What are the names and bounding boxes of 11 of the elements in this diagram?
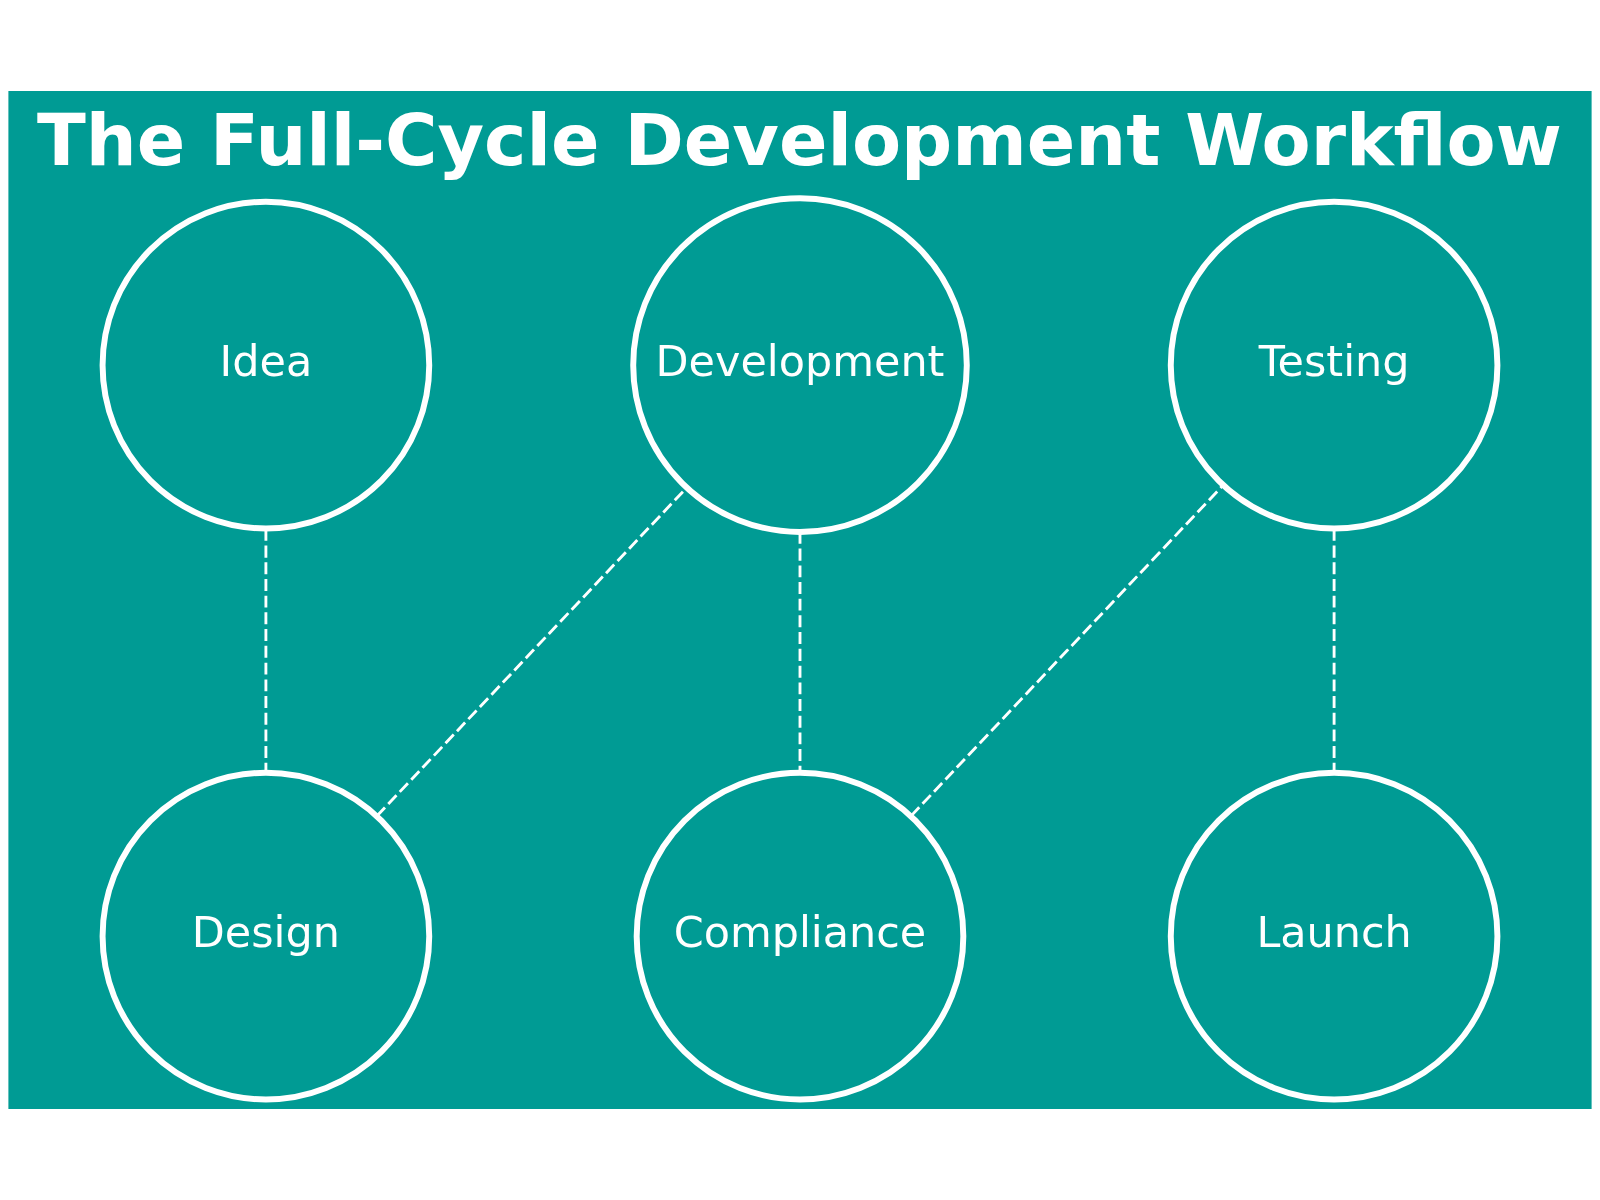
diagram-title: The Full-Cycle Development Workflow (37, 98, 1562, 182)
node-circle: Compliance (633, 769, 967, 1103)
connector (264, 529, 268, 773)
node-circle: Idea (99, 198, 433, 532)
node-circle: Launch (1167, 769, 1501, 1103)
connector (798, 532, 802, 773)
connector (910, 484, 1224, 817)
node-circle: Testing (1167, 198, 1501, 532)
connector (1332, 529, 1336, 773)
node-circle: Design (99, 769, 433, 1103)
node-circle: Development (630, 195, 970, 535)
